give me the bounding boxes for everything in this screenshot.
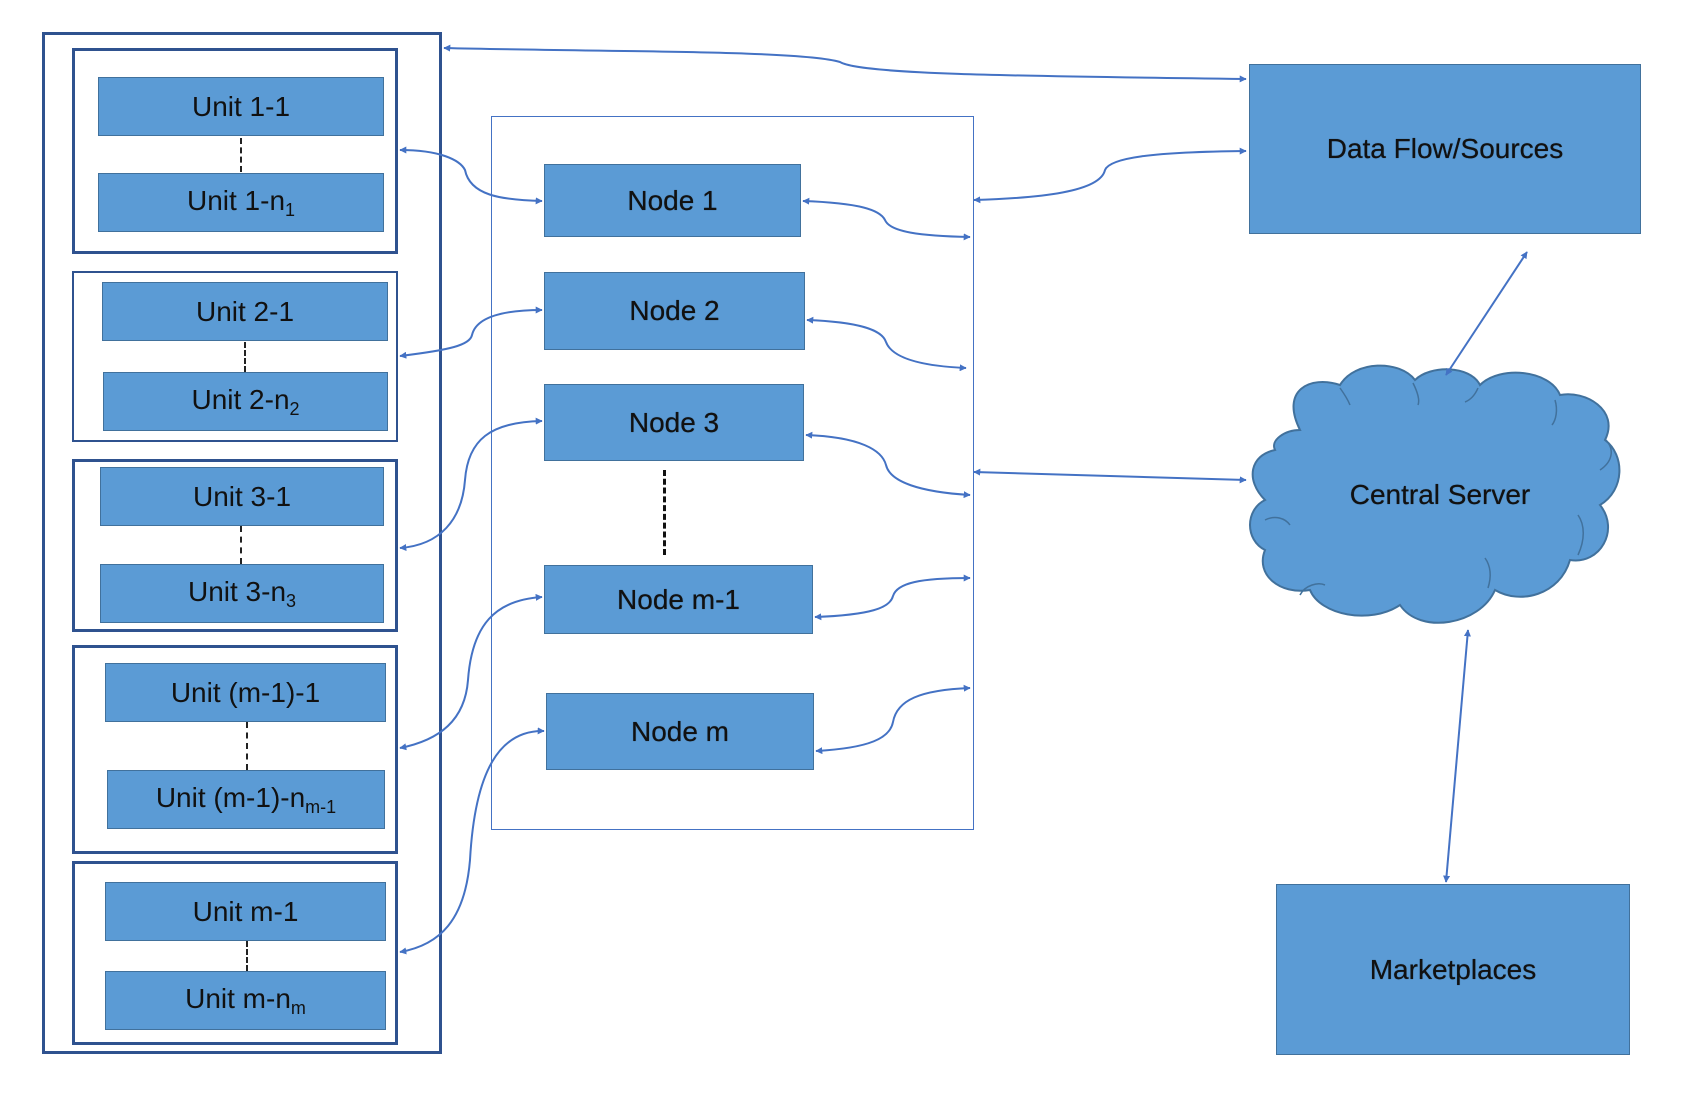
unit-group-4 xyxy=(72,645,398,854)
node-3-label: Node 3 xyxy=(628,406,720,438)
node-1: Node 1 xyxy=(544,164,801,237)
unit-3-last-label: Unit 3-n3 xyxy=(187,575,297,611)
unit-2-first-label: Unit 2-1 xyxy=(195,295,295,327)
unit-5-first: Unit m-1 xyxy=(105,882,386,941)
unit-1-last: Unit 1-n1 xyxy=(98,173,384,232)
unit-2-first: Unit 2-1 xyxy=(102,282,388,341)
node-m-minus-1-label: Node m-1 xyxy=(617,583,740,615)
link-units-dataflow xyxy=(443,44,1247,83)
marketplaces-box: Marketplaces xyxy=(1276,884,1630,1055)
unit-1-ellipsis xyxy=(240,138,242,172)
link-group3-node3 xyxy=(399,417,543,552)
unit-4-last-label: Unit (m-1)-nm-1 xyxy=(155,781,337,817)
link-nodem-edge xyxy=(815,684,971,755)
link-group5-nodem xyxy=(399,727,545,955)
unit-group-1 xyxy=(72,48,398,254)
node-m-label: Node m xyxy=(630,715,730,747)
unit-5-last-label: Unit m-nm xyxy=(185,982,306,1018)
unit-4-ellipsis xyxy=(246,722,248,770)
link-dataflow-nodes xyxy=(973,147,1247,204)
node-m: Node m xyxy=(546,693,814,770)
unit-group-5 xyxy=(72,861,398,1045)
unit-group-2 xyxy=(72,271,398,442)
unit-1-first: Unit 1-1 xyxy=(98,77,384,136)
link-group4-nodem1 xyxy=(399,593,543,751)
link-group2-node2 xyxy=(399,306,543,359)
central-server-cloud-icon xyxy=(1249,364,1621,624)
unit-5-last: Unit m-nm xyxy=(105,971,386,1030)
marketplaces-label: Marketplaces xyxy=(1369,953,1537,985)
node-3: Node 3 xyxy=(544,384,804,461)
unit-1-last-label: Unit 1-n1 xyxy=(186,184,296,220)
unit-2-last-label: Unit 2-n2 xyxy=(191,383,300,419)
unit-5-ellipsis xyxy=(246,941,248,971)
data-flow-sources-label: Data Flow/Sources xyxy=(1326,133,1564,164)
node-m-minus-1: Node m-1 xyxy=(544,565,813,634)
link-nodem1-edge xyxy=(814,574,971,621)
unit-4-first-label: Unit (m-1)-1 xyxy=(170,676,321,708)
link-node3-edge xyxy=(805,431,971,499)
unit-3-last: Unit 3-n3 xyxy=(100,564,384,623)
unit-5-first-label: Unit m-1 xyxy=(192,895,299,927)
unit-4-last: Unit (m-1)-nm-1 xyxy=(107,770,385,829)
link-node2-edge xyxy=(806,316,967,372)
unit-3-first: Unit 3-1 xyxy=(100,467,384,526)
link-server-marketplaces xyxy=(1443,629,1471,883)
unit-3-first-label: Unit 3-1 xyxy=(192,480,292,512)
data-flow-sources-box: Data Flow/Sources xyxy=(1249,64,1641,234)
link-node1-edge xyxy=(802,197,971,241)
unit-group-3 xyxy=(72,459,398,632)
link-dataflow-server xyxy=(1445,251,1528,376)
node-1-label: Node 1 xyxy=(627,184,718,216)
node-ellipsis xyxy=(663,470,666,555)
link-server-nodes xyxy=(973,468,1247,484)
unit-2-ellipsis xyxy=(244,342,246,372)
unit-2-last: Unit 2-n2 xyxy=(103,372,388,431)
link-group1-node1 xyxy=(399,146,543,205)
unit-4-first: Unit (m-1)-1 xyxy=(105,663,386,722)
unit-3-ellipsis xyxy=(240,526,242,564)
node-2-label: Node 2 xyxy=(629,295,720,326)
central-server-label: Central Server xyxy=(1349,479,1531,510)
unit-1-first-label: Unit 1-1 xyxy=(191,90,291,122)
node-2: Node 2 xyxy=(544,272,805,350)
